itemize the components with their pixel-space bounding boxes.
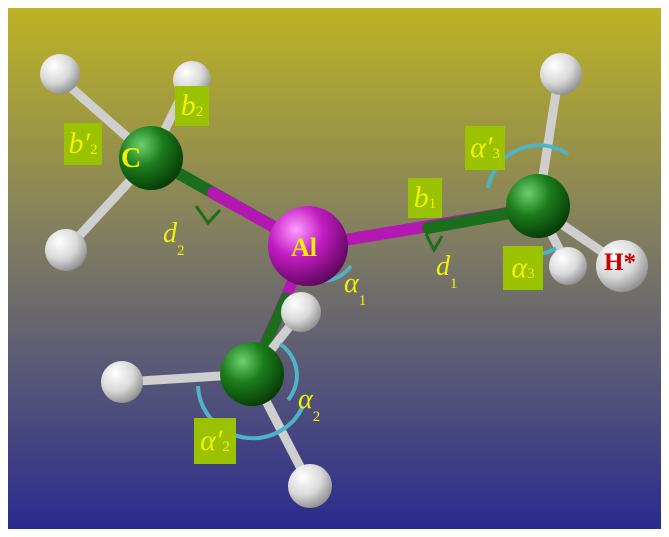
carbon-atoms [119, 126, 570, 406]
carbon-atom-right [506, 174, 570, 238]
angle-arc-alpha2-prime [196, 385, 305, 441]
hydrogen-atom [40, 54, 80, 94]
hydrogen-atom [45, 229, 87, 271]
aluminum-atom [268, 206, 348, 286]
angle-arc-alpha3-prime [486, 143, 570, 189]
h-star-label: H* [604, 249, 636, 276]
dihedral-marks [194, 205, 444, 254]
molecule-svg [8, 8, 661, 529]
label-alpha2: α2 [298, 384, 321, 425]
hydrogen-atom [549, 247, 587, 285]
hydrogen-atom [288, 464, 332, 508]
hydrogen-atom [101, 361, 143, 403]
hydrogen-atom-special [596, 240, 648, 292]
label-alpha2-prime: α′2 [194, 418, 236, 464]
label-alpha3-prime: α′3 [465, 126, 505, 170]
carbon-atom-bottom [220, 342, 284, 406]
label-d2: d2 [163, 218, 185, 259]
aluminum-label: Al [291, 233, 317, 262]
label-b2-prime: b′2 [64, 123, 102, 165]
hydrogen-atom [540, 53, 582, 95]
label-alpha1: α1 [344, 268, 367, 309]
label-d1: d1 [436, 251, 458, 292]
hydrogen-atom [281, 292, 321, 332]
carbon-label: C [121, 143, 142, 174]
carbon-atom-left [119, 126, 183, 190]
angle-arc-alpha2 [278, 342, 299, 402]
hydrogen-atoms [40, 53, 587, 508]
